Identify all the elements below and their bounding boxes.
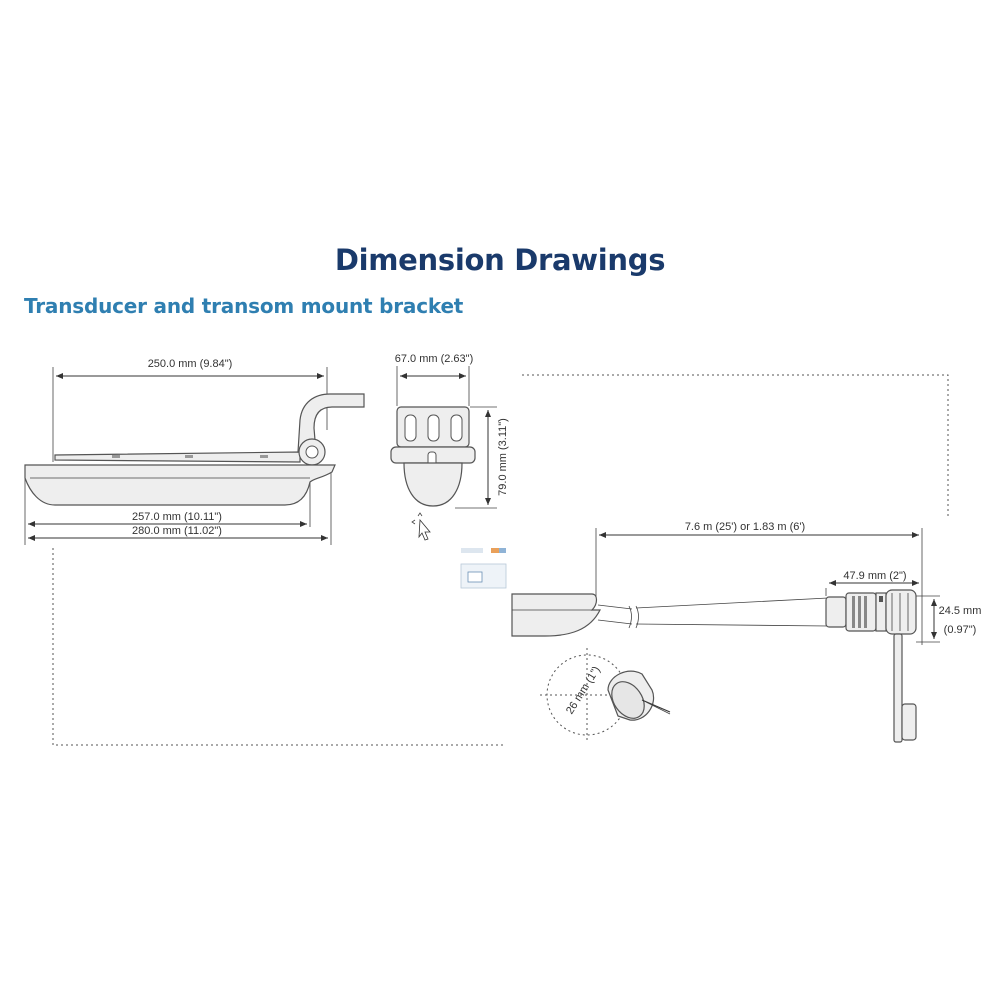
hole-saw-drill-detail xyxy=(540,648,671,742)
cable-length-label: 7.6 m (25') or 1.83 m (6') xyxy=(685,521,805,533)
body-length-label: 257.0 mm (10.11") xyxy=(132,511,222,523)
thumbnail-icon xyxy=(460,548,507,589)
page-title: Dimension Drawings xyxy=(334,243,666,277)
drill-hole-label: 26 mm (1") xyxy=(564,664,603,716)
cable-connector xyxy=(825,589,917,743)
cable-and-transducer-tail xyxy=(511,593,829,637)
side-view-transducer xyxy=(24,367,365,545)
connector-diameter-mm-label: 24.5 mm xyxy=(939,605,982,617)
overall-length-label: 280.0 mm (11.02") xyxy=(132,525,222,537)
section-subtitle: Transducer and transom mount bracket xyxy=(24,294,464,318)
connector-diameter-in-label: (0.97") xyxy=(944,624,977,636)
side-length-label: 250.0 mm (9.84") xyxy=(148,358,233,370)
front-view-transducer xyxy=(390,366,497,509)
connector-length-label: 47.9 mm (2") xyxy=(843,570,906,582)
leader-dotted-lines xyxy=(52,374,949,746)
move-cursor-icon xyxy=(411,512,431,541)
front-width-label: 67.0 mm (2.63") xyxy=(395,353,474,365)
front-height-label: 79.0 mm (3.11") xyxy=(497,418,509,496)
